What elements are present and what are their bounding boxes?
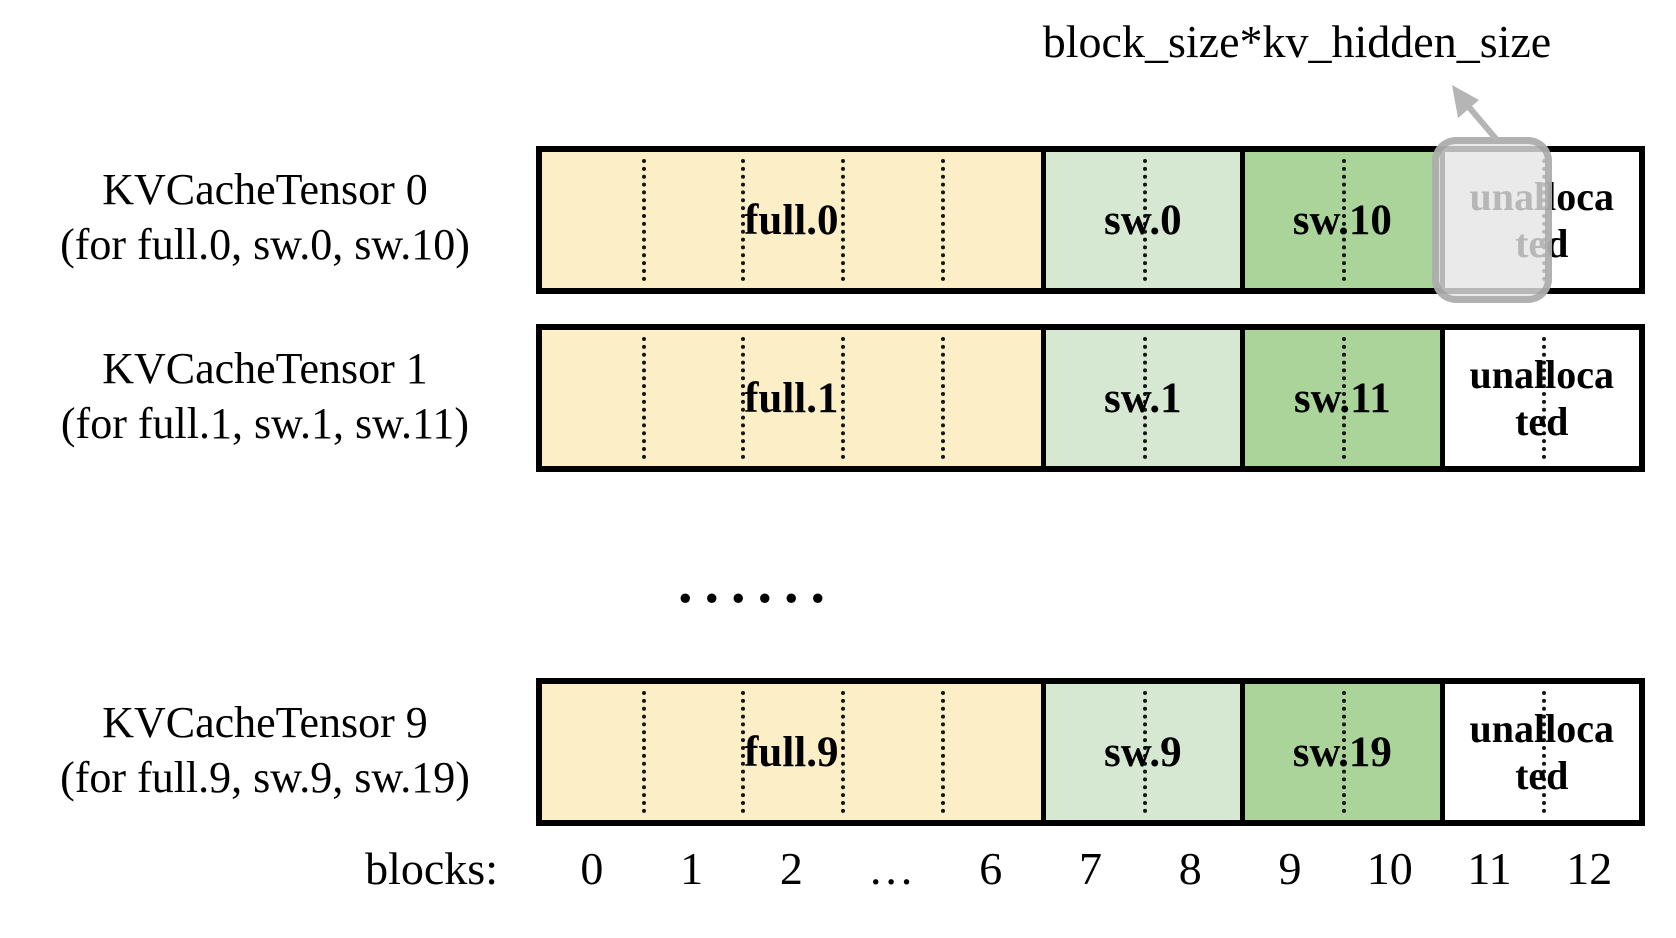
section-label: sw.1 xyxy=(1104,374,1182,422)
unallocated-line: ted xyxy=(1515,753,1569,798)
section-label: unalloca ted xyxy=(1445,684,1639,820)
block-divider xyxy=(940,159,945,281)
sliding-window-upper-section: sw.19 xyxy=(1240,684,1440,820)
block-size-highlight xyxy=(1432,137,1552,303)
full-attention-section: full.9 xyxy=(542,684,1041,820)
block-divider xyxy=(641,159,646,281)
rows-ellipsis: ...... xyxy=(678,550,837,615)
section-label: full.9 xyxy=(744,728,839,776)
block-divider xyxy=(841,691,846,813)
block-divider xyxy=(940,691,945,813)
axis-tick: 2 xyxy=(779,843,803,894)
unallocated-section: unalloca ted xyxy=(1439,330,1639,466)
row-label-tensor-9: KVCacheTensor 9 (for full.9, sw.9, sw.19… xyxy=(22,695,508,805)
section-label: sw.0 xyxy=(1104,196,1182,244)
block-divider xyxy=(1342,337,1347,459)
unallocated-line: unalloca xyxy=(1469,352,1614,397)
blocks-axis: 0 1 2 … 6 7 8 9 10 11 12 xyxy=(542,842,1639,895)
unallocated-section: unalloca ted xyxy=(1439,684,1639,820)
block-divider xyxy=(841,159,846,281)
block-divider xyxy=(641,337,646,459)
unallocated-line: ted xyxy=(1515,399,1569,444)
block-divider xyxy=(1142,337,1147,459)
block-divider xyxy=(1541,337,1546,459)
tensor-title: KVCacheTensor 0 xyxy=(102,165,428,214)
sliding-window-section: sw.1 xyxy=(1040,330,1241,466)
axis-tick: 9 xyxy=(1278,843,1302,894)
section-label: sw.19 xyxy=(1292,728,1392,776)
sliding-window-section: sw.0 xyxy=(1040,152,1241,288)
tensor-subtitle: (for full.9, sw.9, sw.19) xyxy=(60,753,470,802)
memory-bar-tensor-1: full.1 sw.1 sw.11 unalloca ted xyxy=(536,324,1645,472)
block-divider xyxy=(741,691,746,813)
tensor-title: KVCacheTensor 1 xyxy=(102,344,428,393)
row-label-tensor-0: KVCacheTensor 0 (for full.0, sw.0, sw.10… xyxy=(22,162,508,272)
section-label: unalloca ted xyxy=(1445,330,1639,466)
tensor-subtitle: (for full.1, sw.1, sw.11) xyxy=(60,399,470,448)
block-divider xyxy=(841,337,846,459)
axis-tick: 8 xyxy=(1178,843,1202,894)
memory-bar-tensor-9: full.9 sw.9 sw.19 unalloca ted xyxy=(536,678,1645,826)
sliding-window-upper-section: sw.11 xyxy=(1240,330,1440,466)
block-divider xyxy=(1342,159,1347,281)
block-divider xyxy=(1541,691,1546,813)
axis-tick: 0 xyxy=(580,843,604,894)
full-attention-section: full.1 xyxy=(542,330,1041,466)
section-label: full.0 xyxy=(744,196,839,244)
block-divider xyxy=(940,337,945,459)
sliding-window-upper-section: sw.10 xyxy=(1240,152,1440,288)
axis-tick: … xyxy=(868,843,915,894)
block-divider xyxy=(741,159,746,281)
block-divider xyxy=(1142,159,1147,281)
axis-tick: 1 xyxy=(680,843,704,894)
axis-tick: 10 xyxy=(1366,843,1413,894)
block-divider xyxy=(1342,691,1347,813)
block-size-annotation: block_size*kv_hidden_size xyxy=(1042,16,1552,67)
section-label: sw.11 xyxy=(1293,374,1391,422)
axis-tick: 11 xyxy=(1467,843,1512,894)
full-attention-section: full.0 xyxy=(542,152,1041,288)
axis-tick: 6 xyxy=(979,843,1003,894)
unallocated-line: unalloca xyxy=(1469,706,1614,751)
tensor-title: KVCacheTensor 9 xyxy=(102,698,428,747)
sliding-window-section: sw.9 xyxy=(1040,684,1241,820)
blocks-axis-label: blocks: xyxy=(365,843,498,894)
axis-tick: 12 xyxy=(1566,843,1613,894)
tensor-subtitle: (for full.0, sw.0, sw.10) xyxy=(60,220,470,269)
block-divider xyxy=(1142,691,1147,813)
section-label: sw.10 xyxy=(1292,196,1392,244)
axis-tick: 7 xyxy=(1079,843,1103,894)
section-label: sw.9 xyxy=(1104,728,1182,776)
block-divider xyxy=(741,337,746,459)
row-label-tensor-1: KVCacheTensor 1 (for full.1, sw.1, sw.11… xyxy=(22,341,508,451)
block-divider xyxy=(641,691,646,813)
section-label: full.1 xyxy=(744,374,839,422)
